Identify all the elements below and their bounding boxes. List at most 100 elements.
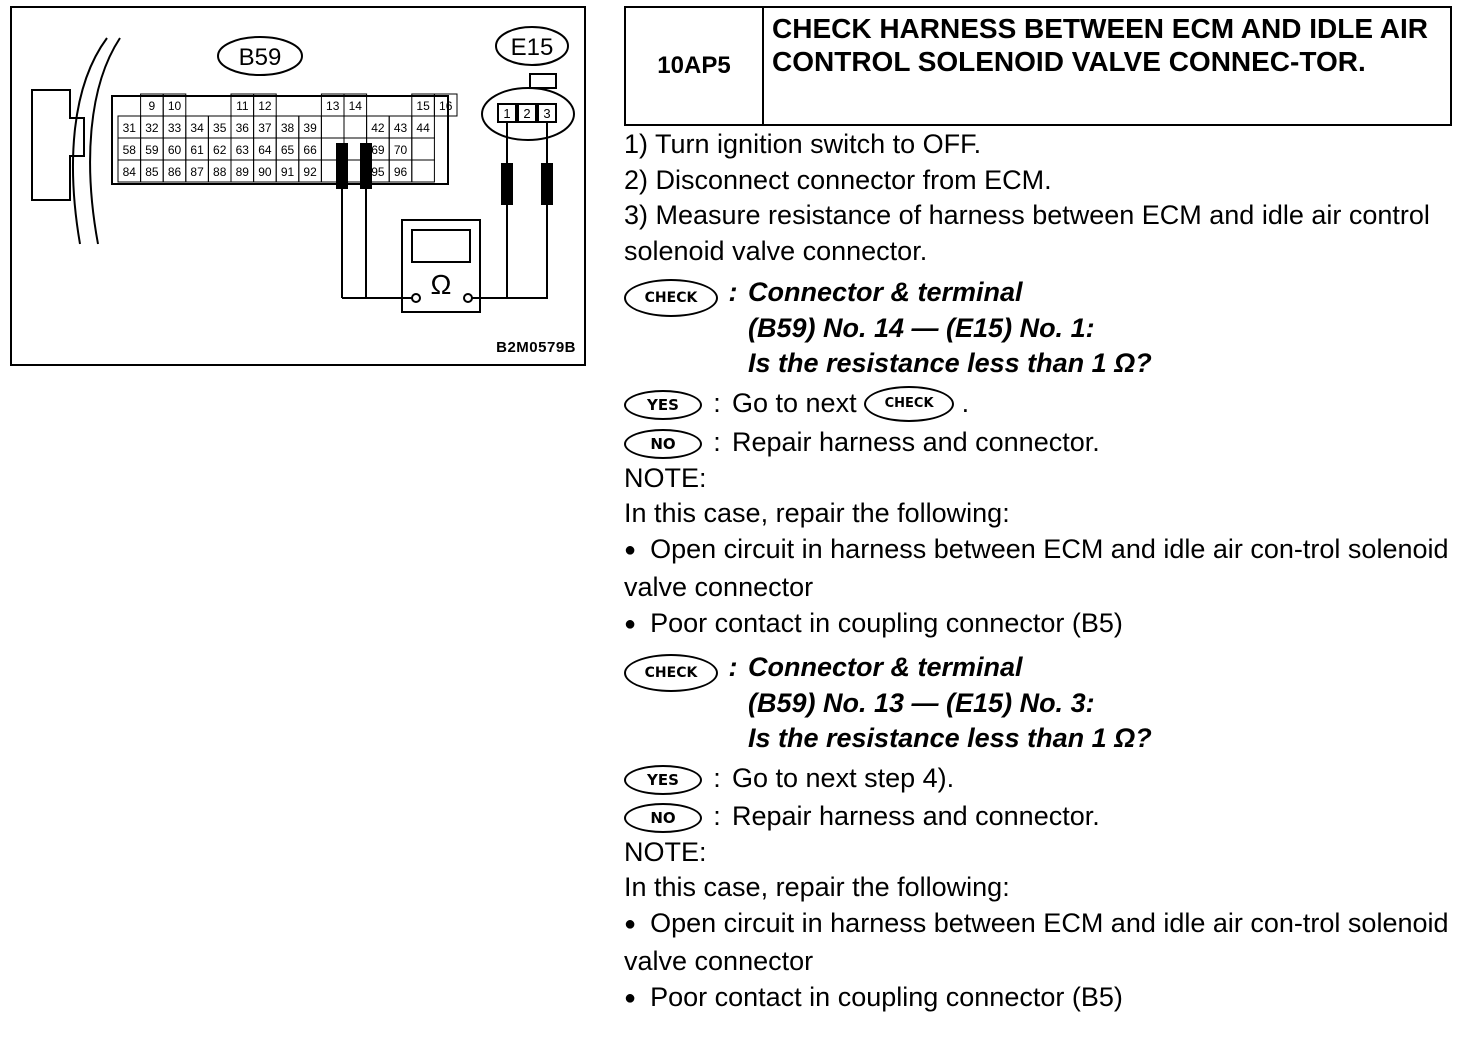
no-row-2: NO : Repair harness and connector. <box>624 799 1452 835</box>
check-colon: : <box>728 652 738 683</box>
procedure-content: 1) Turn ignition switch to OFF. 2) Disco… <box>624 127 1452 1018</box>
probe-e15-1 <box>501 163 513 205</box>
b59-pin-label: 69 <box>371 143 385 157</box>
b59-pin-label: 60 <box>168 143 182 157</box>
b59-pin-label: 64 <box>258 143 272 157</box>
b59-pin-label: 33 <box>168 121 182 135</box>
b59-pin-label: 36 <box>236 121 250 135</box>
check-2-line2: (B59) No. 13 — (E15) No. 3: <box>748 687 1095 718</box>
figure-code: B2M0579B <box>496 339 576 356</box>
probe-b59-13 <box>336 143 348 189</box>
b59-housing <box>111 95 449 185</box>
b59-pin-cell <box>343 115 368 139</box>
check-2-line3: Is the resistance less than 1 Ω? <box>748 723 1152 754</box>
yes-badge-icon: YES <box>624 389 702 420</box>
b59-pin-label: 84 <box>123 165 137 179</box>
no-badge-icon: NO <box>624 429 702 460</box>
e15-pin-1: 1 <box>503 106 510 121</box>
no-text-2: Repair harness and connector. <box>732 801 1100 832</box>
b59-pin-label: 37 <box>258 121 272 135</box>
b59-callout <box>217 36 303 76</box>
note-2-bullet-2: Poor contact in coupling connector (B5) <box>624 980 1452 1019</box>
check-block-2: CHECK : Connector & terminal (B59) No. 1… <box>624 650 1452 757</box>
inline-check-badge-icon: CHECK <box>864 386 955 423</box>
b59-pin-label: 39 <box>303 121 317 135</box>
note-2-bullet-1: Open circuit in harness between ECM and … <box>624 906 1452 980</box>
check-text-2: Connector & terminal (B59) No. 13 — (E15… <box>748 650 1152 757</box>
step-id: 10AP5 <box>626 8 764 124</box>
b59-pin-label: 96 <box>394 165 408 179</box>
step-title: CHECK HARNESS BETWEEN ECM AND IDLE AIR C… <box>772 13 1428 77</box>
yes-badge-icon: YES <box>624 764 702 795</box>
harness-curve-left <box>72 37 108 245</box>
b59-pin-label: 38 <box>281 121 295 135</box>
check-colon: : <box>728 277 738 307</box>
check-badge-icon: CHECK <box>624 279 718 317</box>
b59-pin-label: 11 <box>236 99 249 113</box>
b59-pin-label: 42 <box>371 121 385 135</box>
b59-pin-cell <box>411 137 435 161</box>
check-block-1: CHECK : Connector & terminal (B59) No. 1… <box>624 275 1452 382</box>
b59-pin-label: 44 <box>416 121 430 135</box>
check-1-line3: Is the resistance less than 1 Ω? <box>748 348 1152 378</box>
e15-body <box>481 87 575 141</box>
instruction-3: 3) Measure resistance of harness between… <box>624 200 1430 266</box>
b59-pin-label: 92 <box>303 165 317 179</box>
b59-pin-label: 12 <box>258 99 272 113</box>
instruction-2: 2) Disconnect connector from ECM. <box>624 164 1052 195</box>
b59-pin-label: 58 <box>123 143 137 157</box>
no-colon: : <box>713 427 721 458</box>
b59-pin-label: 90 <box>258 165 272 179</box>
b59-pin-label: 61 <box>190 143 204 157</box>
check-1-line1: Connector & terminal <box>748 277 1023 307</box>
ecm-body <box>31 89 85 201</box>
b59-pin-label: 65 <box>281 143 295 157</box>
b59-pin-label: 87 <box>190 165 204 179</box>
b59-pin-label: 13 <box>326 99 340 113</box>
probe-e15-3 <box>541 163 553 205</box>
yes-text-2: Go to next step 4). <box>732 762 955 793</box>
instruction-1: 1) Turn ignition switch to OFF. <box>624 129 982 159</box>
b59-pin-label: 91 <box>281 165 295 179</box>
b59-pin-label: 15 <box>416 99 430 113</box>
e15-pin-2: 2 <box>523 106 530 121</box>
b59-pin-cell <box>320 115 345 139</box>
b59-pin-label: 86 <box>168 165 182 179</box>
b59-pin-label: 85 <box>145 165 159 179</box>
e15-callout <box>495 26 569 66</box>
note-intro-2: In this case, repair the following: <box>624 872 1010 903</box>
no-colon: : <box>713 801 721 832</box>
harness-curve-right <box>89 37 121 245</box>
b59-pin-label: 10 <box>168 99 182 113</box>
check-2-line1: Connector & terminal <box>748 652 1023 683</box>
check-1-line2: (B59) No. 14 — (E15) No. 1: <box>748 312 1095 343</box>
b59-pin-label: 34 <box>190 121 204 135</box>
yes-1-suffix: . <box>961 387 970 418</box>
yes-row-2: YES : Go to next step 4). <box>624 761 1452 797</box>
b59-pin-label: 16 <box>439 99 453 113</box>
yes-row-1: YES : Go to next CHECK . <box>624 386 1452 423</box>
yes-text-1: Go to next CHECK . <box>732 386 969 423</box>
yes-colon: : <box>713 762 721 793</box>
note-intro-1: In this case, repair the following: <box>624 498 1010 529</box>
probe-b59-14 <box>360 143 372 189</box>
yes-colon: : <box>713 387 721 418</box>
note-1-bullet-1: Open circuit in harness between ECM and … <box>624 532 1452 606</box>
b59-pin-label: 66 <box>303 143 317 157</box>
note-1-bullet-2: Poor contact in coupling connector (B5) <box>624 606 1452 645</box>
e15-label: E15 <box>511 34 554 61</box>
b59-label: B59 <box>239 44 282 71</box>
b59-pin-label: 88 <box>213 165 227 179</box>
no-badge-icon: NO <box>624 803 702 834</box>
step-header: 10AP5 CHECK HARNESS BETWEEN ECM AND IDLE… <box>624 6 1452 126</box>
no-row-1: NO : Repair harness and connector. <box>624 425 1452 461</box>
b59-pin-label: 43 <box>394 121 408 135</box>
b59-pin-label: 70 <box>394 143 408 157</box>
e15-pin-3: 3 <box>543 106 550 121</box>
no-text-1: Repair harness and connector. <box>732 427 1100 458</box>
yes-1-prefix: Go to next <box>732 387 857 418</box>
e15-latch <box>529 73 557 89</box>
b59-pin-cell <box>433 93 458 117</box>
check-badge-icon: CHECK <box>624 654 718 693</box>
b59-pin-label: 62 <box>213 143 227 157</box>
